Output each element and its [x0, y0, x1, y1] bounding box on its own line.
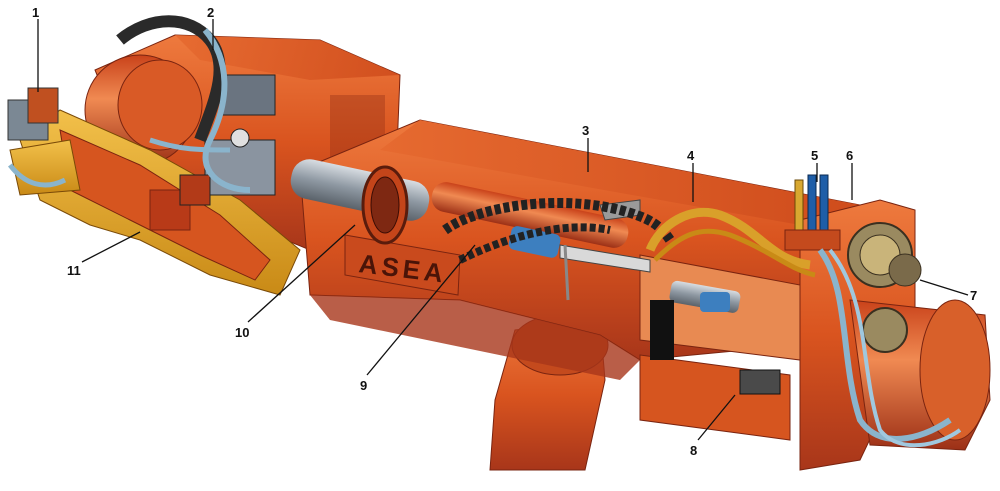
side-bracket [19, 109, 301, 296]
valve-block [179, 74, 276, 206]
inner-window [639, 254, 801, 361]
vertical-rods [784, 174, 841, 251]
callout-3: 3 [582, 123, 589, 138]
callout-7: 7 [970, 288, 977, 303]
cables [8, 15, 962, 448]
callout-8: 8 [690, 443, 697, 458]
callout-4: 4 [687, 148, 695, 163]
asea-plate: ASEA [344, 234, 461, 296]
callout-10: 10 [235, 325, 249, 340]
callout-1: 1 [32, 5, 39, 20]
callout-5: 5 [811, 148, 818, 163]
callout-11: 11 [67, 263, 81, 278]
callout-labels: 1 2 3 4 5 6 7 8 9 10 11 [32, 5, 977, 458]
callout-6: 6 [846, 148, 853, 163]
callout-2: 2 [207, 5, 214, 20]
servo-plate [639, 300, 791, 441]
callout-9: 9 [360, 378, 367, 393]
leader-lines [37, 19, 969, 441]
